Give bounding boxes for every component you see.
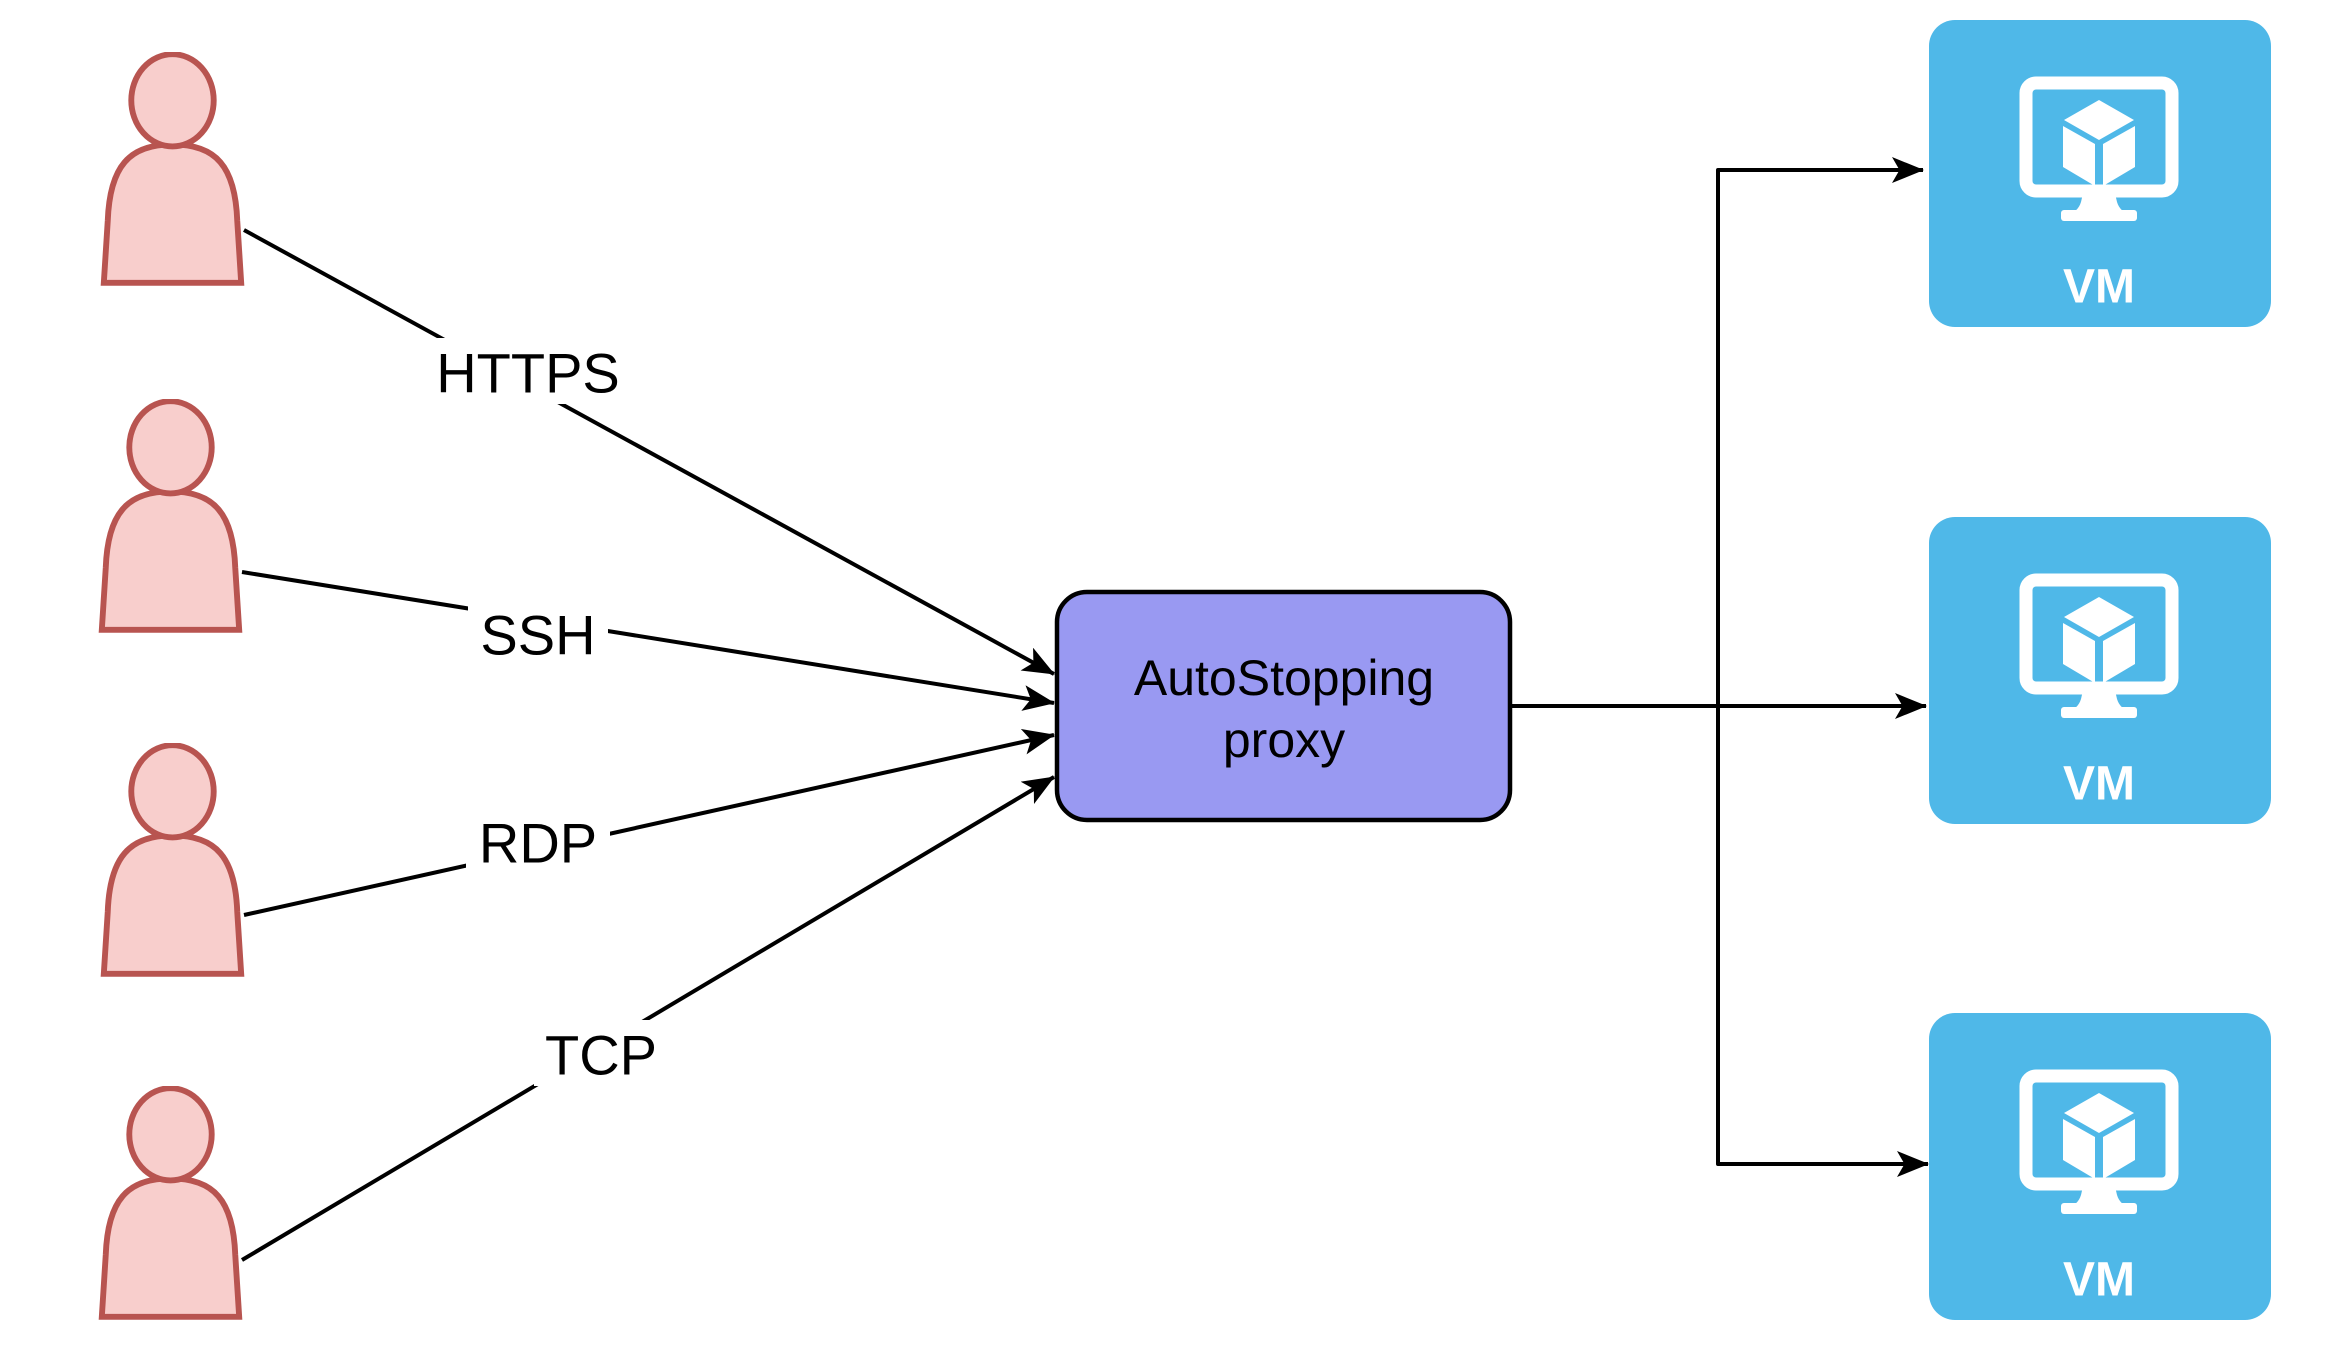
proxy-box [1054,589,1513,823]
user-icon [104,54,241,283]
edges-users-to-proxy [240,228,1056,1262]
edge-proxy-to-vm-3 [1716,706,1929,1177]
edge-tcp [240,775,1056,1262]
edge-label-background [534,1020,668,1086]
vm-box [1929,20,2271,327]
edge-label-text-ssh: SSH [480,604,595,667]
edge-label-background [420,338,636,404]
edge-label-background [468,600,608,666]
edge-label-text-rdp: RDP [479,812,597,875]
edge-label-ssh: SSH [468,600,608,667]
edge-https [243,228,1055,676]
vm-node-2: VM [1929,517,2271,824]
users [102,54,241,1317]
user-icon [104,745,241,974]
edges-proxy-to-vms [1510,157,1929,1177]
edge-label-tcp: TCP [534,1020,668,1087]
vm-box [1929,1013,2271,1320]
edge-proxy-to-vm-1 [1716,157,1924,706]
edge-label-background [466,808,610,874]
vm-node-3: VM [1929,1013,2271,1320]
edge-label-text-https: HTTPS [436,342,620,405]
vm-label: VM [2063,758,2135,811]
proxy-label-line1: AutoStopping [1134,650,1434,706]
vm-box [1929,517,2271,824]
edge-label-rdp: RDP [466,808,610,875]
vm-label: VM [2063,1254,2135,1307]
proxy-label-line2: proxy [1223,712,1345,768]
vm-node-1: VM [1929,20,2271,327]
user-icon [102,401,239,630]
edge-rdp [243,729,1055,917]
edge-label-https: HTTPS [420,338,636,405]
user-icon [102,1088,239,1317]
proxy-node: AutoStopping proxy [1054,589,1513,823]
vm-label: VM [2063,261,2135,314]
edge-ssh [241,570,1055,711]
edge-label-text-tcp: TCP [545,1024,657,1087]
